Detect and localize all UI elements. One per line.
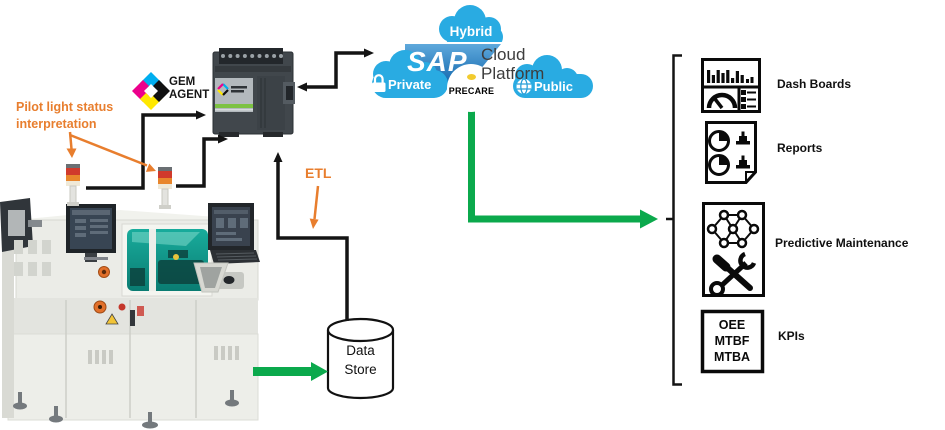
kpi-icon [700, 309, 765, 374]
gem-agent-device [207, 42, 297, 140]
hopper [193, 262, 229, 293]
pilot-light-1 [66, 164, 80, 206]
sap-logo-text: SAP [407, 46, 468, 77]
data-store-cylinder [326, 317, 395, 400]
machine-window [121, 223, 213, 297]
kpi-mtbf: MTBF [714, 334, 750, 348]
output-label-dashboards: Dash Boards [777, 77, 852, 91]
precare-badge [447, 64, 495, 112]
pilot-light-2 [158, 167, 172, 209]
arrow-pilot1-to-device [86, 113, 197, 190]
pilot-note-line2: interpretation [16, 116, 97, 131]
left-monitor [66, 204, 116, 262]
predictive-maintenance-icon [702, 202, 765, 297]
arrow-pilot2-to-device [176, 137, 219, 188]
precare-bulb-icon [467, 74, 476, 80]
lock-icon [372, 74, 386, 92]
output-label-predictive-maintenance: Predictive Maintenance [775, 236, 909, 250]
kpi-oee: OEE [718, 318, 746, 332]
right-monitor [208, 203, 254, 250]
output-label-reports: Reports [777, 141, 823, 155]
arrow-note-to-pilot2 [69, 133, 148, 167]
rear-monitor [0, 198, 42, 252]
kpi-list: OEE MTBF MTBA [701, 317, 763, 365]
crossed-tools [709, 251, 757, 297]
output-label-kpis: KPIs [778, 329, 805, 343]
arrow-datastore-to-device [276, 161, 349, 321]
sap-cloud-cluster [372, 5, 593, 112]
pilot-light-note: Pilot light status interpretation [16, 99, 113, 132]
arrow-cloud-to-outputs [468, 110, 658, 229]
etl-label: ETL [305, 165, 332, 181]
gem-agent-label: GEM AGENT [169, 76, 210, 101]
machine-controls [84, 257, 144, 326]
hybrid-cloud-label: Hybrid [449, 24, 493, 39]
precare-label: PRECARE [448, 86, 495, 96]
report-icon [705, 121, 757, 184]
private-cloud-label: Private [388, 77, 432, 92]
globe-icon [516, 78, 532, 95]
device-label [215, 78, 253, 112]
machine-vents-lower [88, 346, 239, 364]
pilot-note-line1: Pilot light status [16, 100, 114, 114]
kpi-mtba: MTBA [713, 350, 751, 364]
outputs-bracket [666, 54, 682, 386]
arrow-device-cloud-link [305, 51, 365, 89]
private-cloud [372, 50, 448, 98]
data-store-label: Data Store [344, 343, 377, 377]
cloud-platform-label: Cloud Platform [481, 45, 545, 83]
machine-vents-upper [14, 240, 51, 276]
dashboard-icon [701, 58, 761, 113]
machine-feet [13, 390, 239, 429]
public-cloud-label: Public [534, 79, 574, 94]
public-cloud [513, 55, 593, 98]
arrow-machine-to-datastore [253, 362, 328, 381]
gem-agent-logo [132, 72, 170, 110]
smt-machine-photo [0, 160, 266, 430]
arrow-etl-callout [313, 185, 320, 220]
